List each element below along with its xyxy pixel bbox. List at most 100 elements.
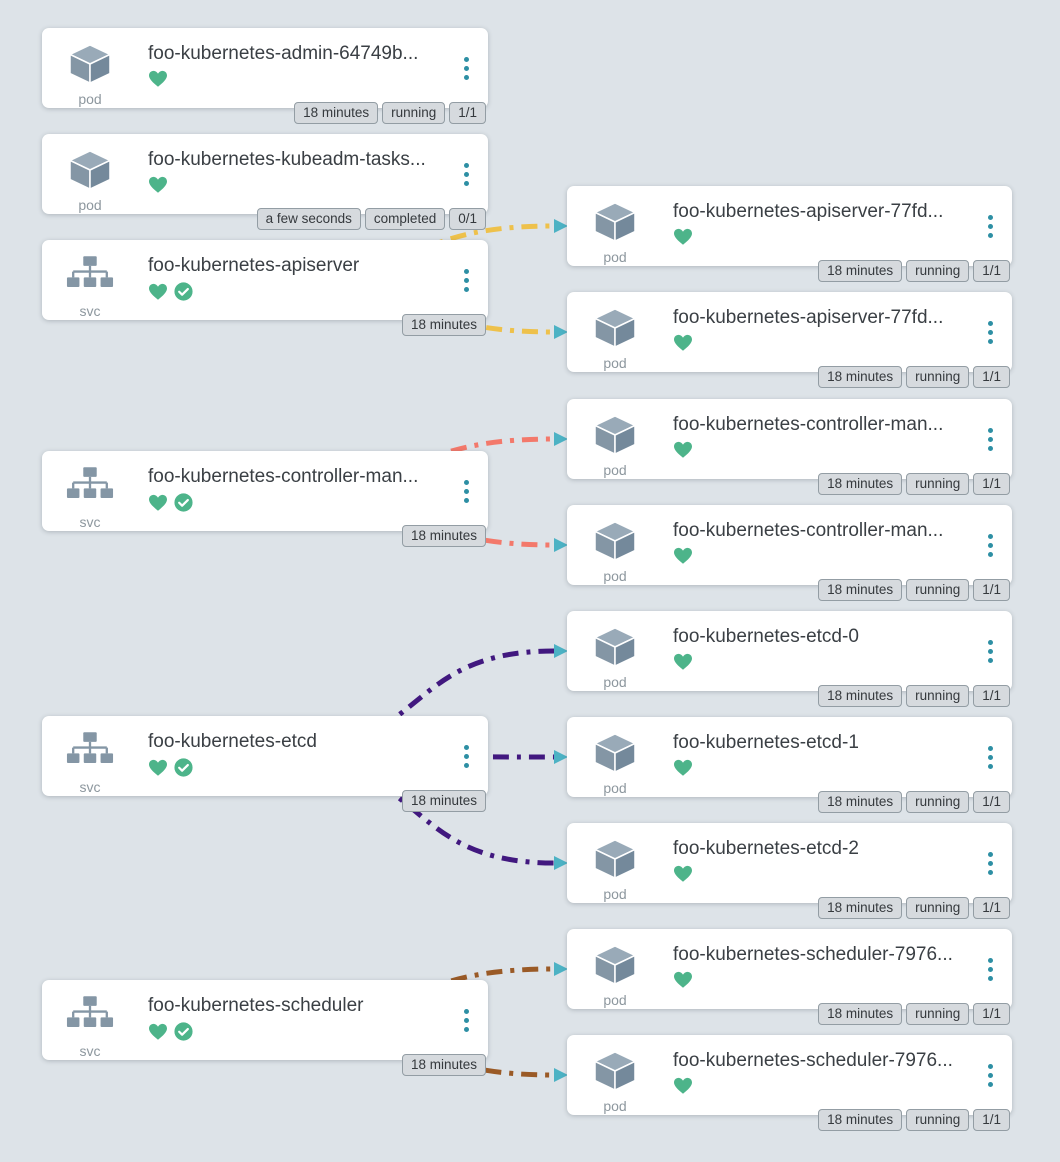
heart-icon [673, 971, 693, 989]
badge-state: running [906, 791, 970, 813]
edge-arrow-icon [554, 644, 568, 658]
badge-age: a few seconds [256, 208, 361, 230]
badge-age: 18 minutes [401, 525, 486, 547]
node-status-icons [673, 865, 964, 883]
node-title: foo-kubernetes-scheduler-7976... [673, 1050, 953, 1071]
badge-ready-count: 1/1 [973, 366, 1010, 388]
node-kind: pod [567, 611, 663, 691]
heart-icon [148, 176, 168, 194]
vertical-dots-icon [987, 1063, 993, 1087]
pod-icon [593, 521, 637, 561]
node-menu-button[interactable] [968, 292, 1012, 372]
vertical-dots-icon [463, 1008, 469, 1032]
node-kind: svc [42, 240, 138, 320]
node-status-icons [148, 493, 440, 512]
check-icon [174, 282, 193, 301]
node-kind-label: pod [603, 780, 627, 796]
node-status-icons [148, 758, 440, 777]
node-kind: svc [42, 451, 138, 531]
node-title: foo-kubernetes-scheduler [148, 995, 364, 1016]
node-menu-button[interactable] [968, 717, 1012, 797]
edge-arrow-icon [554, 962, 568, 976]
node-status-icons [673, 759, 964, 777]
badge-age: 18 minutes [818, 579, 903, 601]
node-body: foo-kubernetes-apiserver [138, 240, 444, 320]
node-card-pod-scheduler-2[interactable]: pod foo-kubernetes-scheduler-7976... 18 mi… [567, 1035, 1012, 1131]
edge-arrow-icon [554, 325, 568, 339]
badge-ready-count: 1/1 [973, 260, 1010, 282]
badge-age: 18 minutes [818, 685, 903, 707]
node-menu-button[interactable] [444, 28, 488, 108]
node-kind: svc [42, 980, 138, 1060]
node-kind-label: pod [603, 674, 627, 690]
node-kind: pod [567, 1035, 663, 1115]
pod-icon [68, 44, 112, 84]
node-card-pod-controller-1[interactable]: pod foo-kubernetes-controller-man... 18 mi… [567, 399, 1012, 495]
node-menu-button[interactable] [968, 1035, 1012, 1115]
node-status-icons [673, 547, 964, 565]
node-menu-button[interactable] [444, 451, 488, 531]
node-body: foo-kubernetes-etcd-2 [663, 823, 968, 903]
node-kind-label: svc [79, 1043, 101, 1059]
badge-state: running [382, 102, 446, 124]
vertical-dots-icon [987, 214, 993, 238]
badge-ready-count: 1/1 [973, 1109, 1010, 1131]
node-menu-button[interactable] [968, 823, 1012, 903]
node-status-icons [148, 282, 440, 301]
node-kind-label: pod [603, 992, 627, 1008]
node-menu-button[interactable] [444, 240, 488, 320]
node-title: foo-kubernetes-controller-man... [673, 520, 944, 541]
node-status-icons [148, 1022, 440, 1041]
badge-age: 18 minutes [818, 1109, 903, 1131]
node-title: foo-kubernetes-controller-man... [673, 414, 944, 435]
check-icon [174, 493, 193, 512]
node-menu-button[interactable] [968, 505, 1012, 585]
edge-arrow-icon [554, 538, 568, 552]
heart-icon [673, 865, 693, 883]
node-title: foo-kubernetes-etcd-0 [673, 626, 859, 647]
node-status-icons [148, 176, 440, 194]
node-menu-button[interactable] [444, 980, 488, 1060]
service-icon [66, 467, 114, 502]
node-title: foo-kubernetes-kubeadm-tasks... [148, 149, 426, 170]
node-menu-button[interactable] [444, 134, 488, 214]
node-kind-label: pod [603, 886, 627, 902]
node-body: foo-kubernetes-controller-man... [138, 451, 444, 531]
node-menu-button[interactable] [968, 929, 1012, 1009]
pod-icon [593, 733, 637, 773]
heart-icon [673, 547, 693, 565]
node-kind: pod [567, 399, 663, 479]
node-menu-button[interactable] [968, 611, 1012, 691]
node-card-pod-kubeadm-tasks[interactable]: pod foo-kubernetes-kubeadm-tasks... a few … [42, 134, 488, 230]
badge-state: running [906, 1109, 970, 1131]
badge-state: running [906, 897, 970, 919]
node-status-icons [673, 228, 964, 246]
node-kind: pod [42, 134, 138, 214]
node-menu-button[interactable] [968, 186, 1012, 266]
heart-icon [148, 494, 168, 512]
node-body: foo-kubernetes-controller-man... [663, 399, 968, 479]
node-menu-button[interactable] [968, 399, 1012, 479]
node-menu-button[interactable] [444, 716, 488, 796]
pod-icon [593, 308, 637, 348]
node-body: foo-kubernetes-etcd [138, 716, 444, 796]
node-kind: pod [567, 186, 663, 266]
vertical-dots-icon [463, 162, 469, 186]
